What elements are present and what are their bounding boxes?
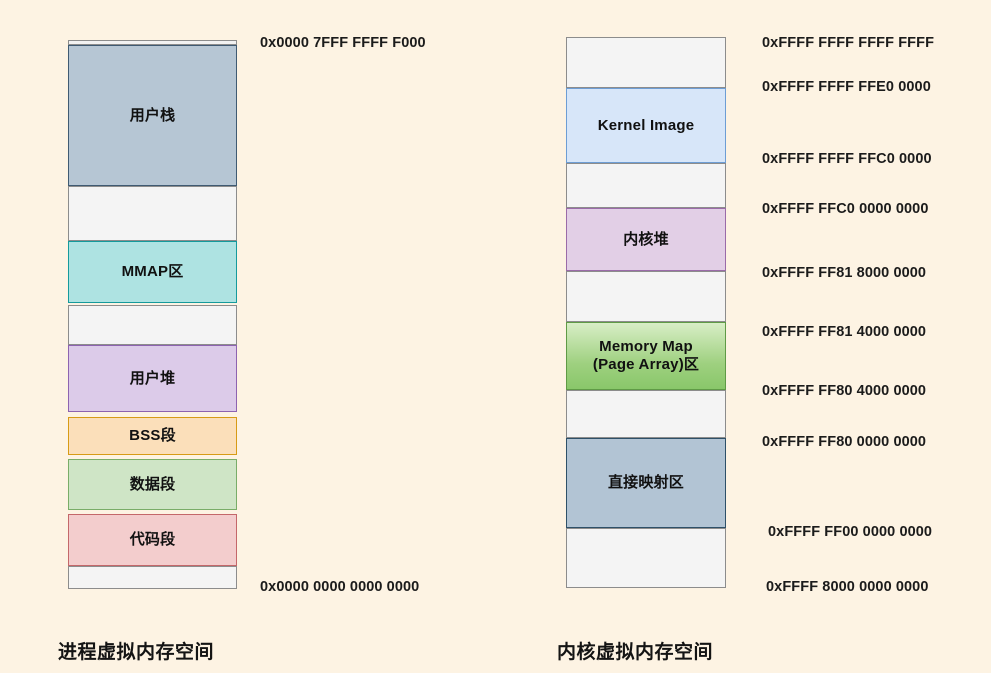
bss-segment: BSS段 bbox=[68, 417, 237, 455]
addr-kernel-10: 0xFFFF 8000 0000 0000 bbox=[766, 579, 929, 595]
gap-top-kernel bbox=[566, 37, 726, 88]
addr-kernel-9: 0xFFFF FF00 0000 0000 bbox=[768, 524, 933, 540]
gap-below-kernel-image bbox=[566, 163, 726, 208]
addr-kernel-5: 0xFFFF FF81 8000 0000 bbox=[762, 265, 927, 281]
memory-map-label-line2: (Page Array)区 bbox=[592, 356, 700, 373]
addr-kernel-8: 0xFFFF FF80 0000 0000 bbox=[762, 434, 927, 450]
process-caption: 进程虚拟内存空间 bbox=[58, 642, 215, 663]
gap-below-mmap bbox=[68, 305, 237, 345]
kernel-caption: 内核虚拟内存空间 bbox=[557, 642, 714, 663]
process-top-rule bbox=[68, 40, 237, 45]
kernel-image: Kernel Image bbox=[566, 88, 726, 163]
gap-below-kernel-heap bbox=[566, 271, 726, 322]
gap-bottom-kernel bbox=[566, 528, 726, 588]
addr-kernel-7: 0xFFFF FF80 4000 0000 bbox=[762, 383, 927, 399]
memory-map-page-array: Memory Map (Page Array)区 bbox=[566, 322, 726, 390]
gap-bottom-process bbox=[68, 566, 237, 589]
data-segment: 数据段 bbox=[68, 459, 237, 510]
addr-kernel-2: 0xFFFF FFFF FFE0 0000 bbox=[762, 79, 931, 95]
addr-process-top: 0x0000 7FFF FFFF F000 bbox=[260, 35, 426, 51]
addr-kernel-4: 0xFFFF FFC0 0000 0000 bbox=[762, 201, 929, 217]
direct-mapping-area: 直接映射区 bbox=[566, 438, 726, 528]
addr-kernel-3: 0xFFFF FFFF FFC0 0000 bbox=[762, 151, 932, 167]
kernel-heap: 内核堆 bbox=[566, 208, 726, 271]
addr-process-bottom: 0x0000 0000 0000 0000 bbox=[260, 579, 420, 595]
text-segment: 代码段 bbox=[68, 514, 237, 566]
memory-map-label-line1: Memory Map bbox=[599, 338, 693, 356]
gap-below-stack bbox=[68, 186, 237, 241]
addr-kernel-6: 0xFFFF FF81 4000 0000 bbox=[762, 324, 927, 340]
user-heap: 用户堆 bbox=[68, 345, 237, 412]
gap-below-memory-map bbox=[566, 390, 726, 438]
addr-kernel-1: 0xFFFF FFFF FFFF FFFF bbox=[762, 35, 935, 51]
user-stack: 用户栈 bbox=[68, 45, 237, 186]
mmap-area: MMAP区 bbox=[68, 241, 237, 303]
